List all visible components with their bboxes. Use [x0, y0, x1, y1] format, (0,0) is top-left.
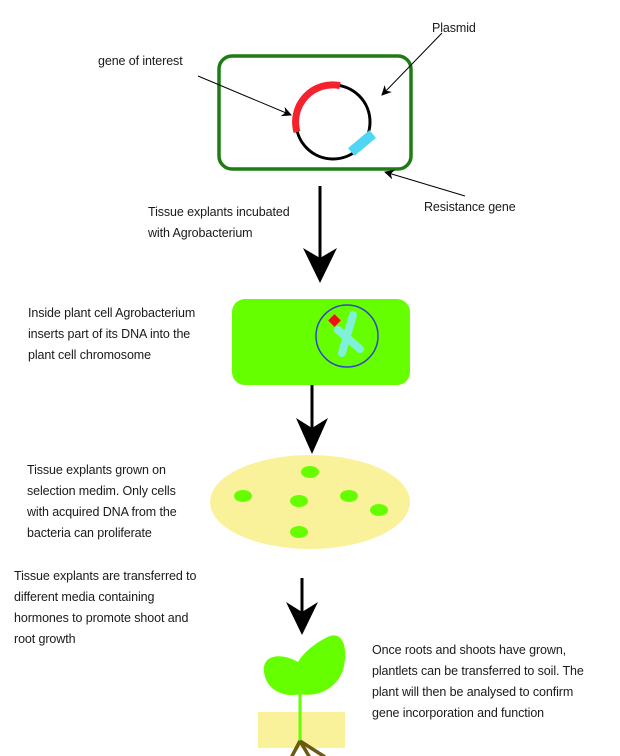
plasmid-pointer: [381, 32, 443, 96]
explant-spot: [370, 504, 388, 516]
agrobacterium-cell: [217, 54, 413, 171]
chromosome: [334, 311, 364, 357]
step-3-text: Tissue explants grown on selection medim…: [27, 463, 177, 540]
plasmid-label: Plasmid: [432, 21, 476, 35]
explant-spot: [340, 490, 358, 502]
plasmid: [292, 81, 376, 161]
explants: [234, 466, 388, 538]
gene-of-interest-pointer: [197, 75, 292, 117]
step-arrow-2: [296, 385, 328, 454]
step-5-text: Once roots and shoots have grown, plantl…: [372, 643, 584, 720]
explant-spot: [234, 490, 252, 502]
nucleus: [315, 304, 379, 368]
cotyledon-leaves: [263, 635, 346, 696]
step-4-text: Tissue explants are transferred to diffe…: [14, 569, 197, 646]
plant-cell: [232, 299, 410, 385]
explant-spot: [290, 495, 308, 507]
gene-of-interest-label: gene of interest: [98, 54, 183, 68]
resistance-gene-label: Resistance gene: [424, 200, 516, 214]
explant-spot: [290, 526, 308, 538]
step-2-text: Inside plant cell Agrobacterium inserts …: [28, 306, 196, 362]
explant-spot: [301, 466, 319, 478]
seedling: [258, 635, 346, 756]
selection-medium-dish: [210, 455, 410, 549]
roots: [290, 739, 326, 756]
step-arrow-3: [286, 578, 318, 635]
step-arrow-1: [303, 186, 337, 283]
inserted-dna: [328, 314, 341, 327]
resistance-gene-pointer: [384, 169, 466, 197]
step-1-text: Tissue explants incubated with Agrobacte…: [148, 205, 290, 240]
gene-of-interest-segment: [292, 81, 341, 133]
resistance-gene-segment: [348, 130, 376, 156]
